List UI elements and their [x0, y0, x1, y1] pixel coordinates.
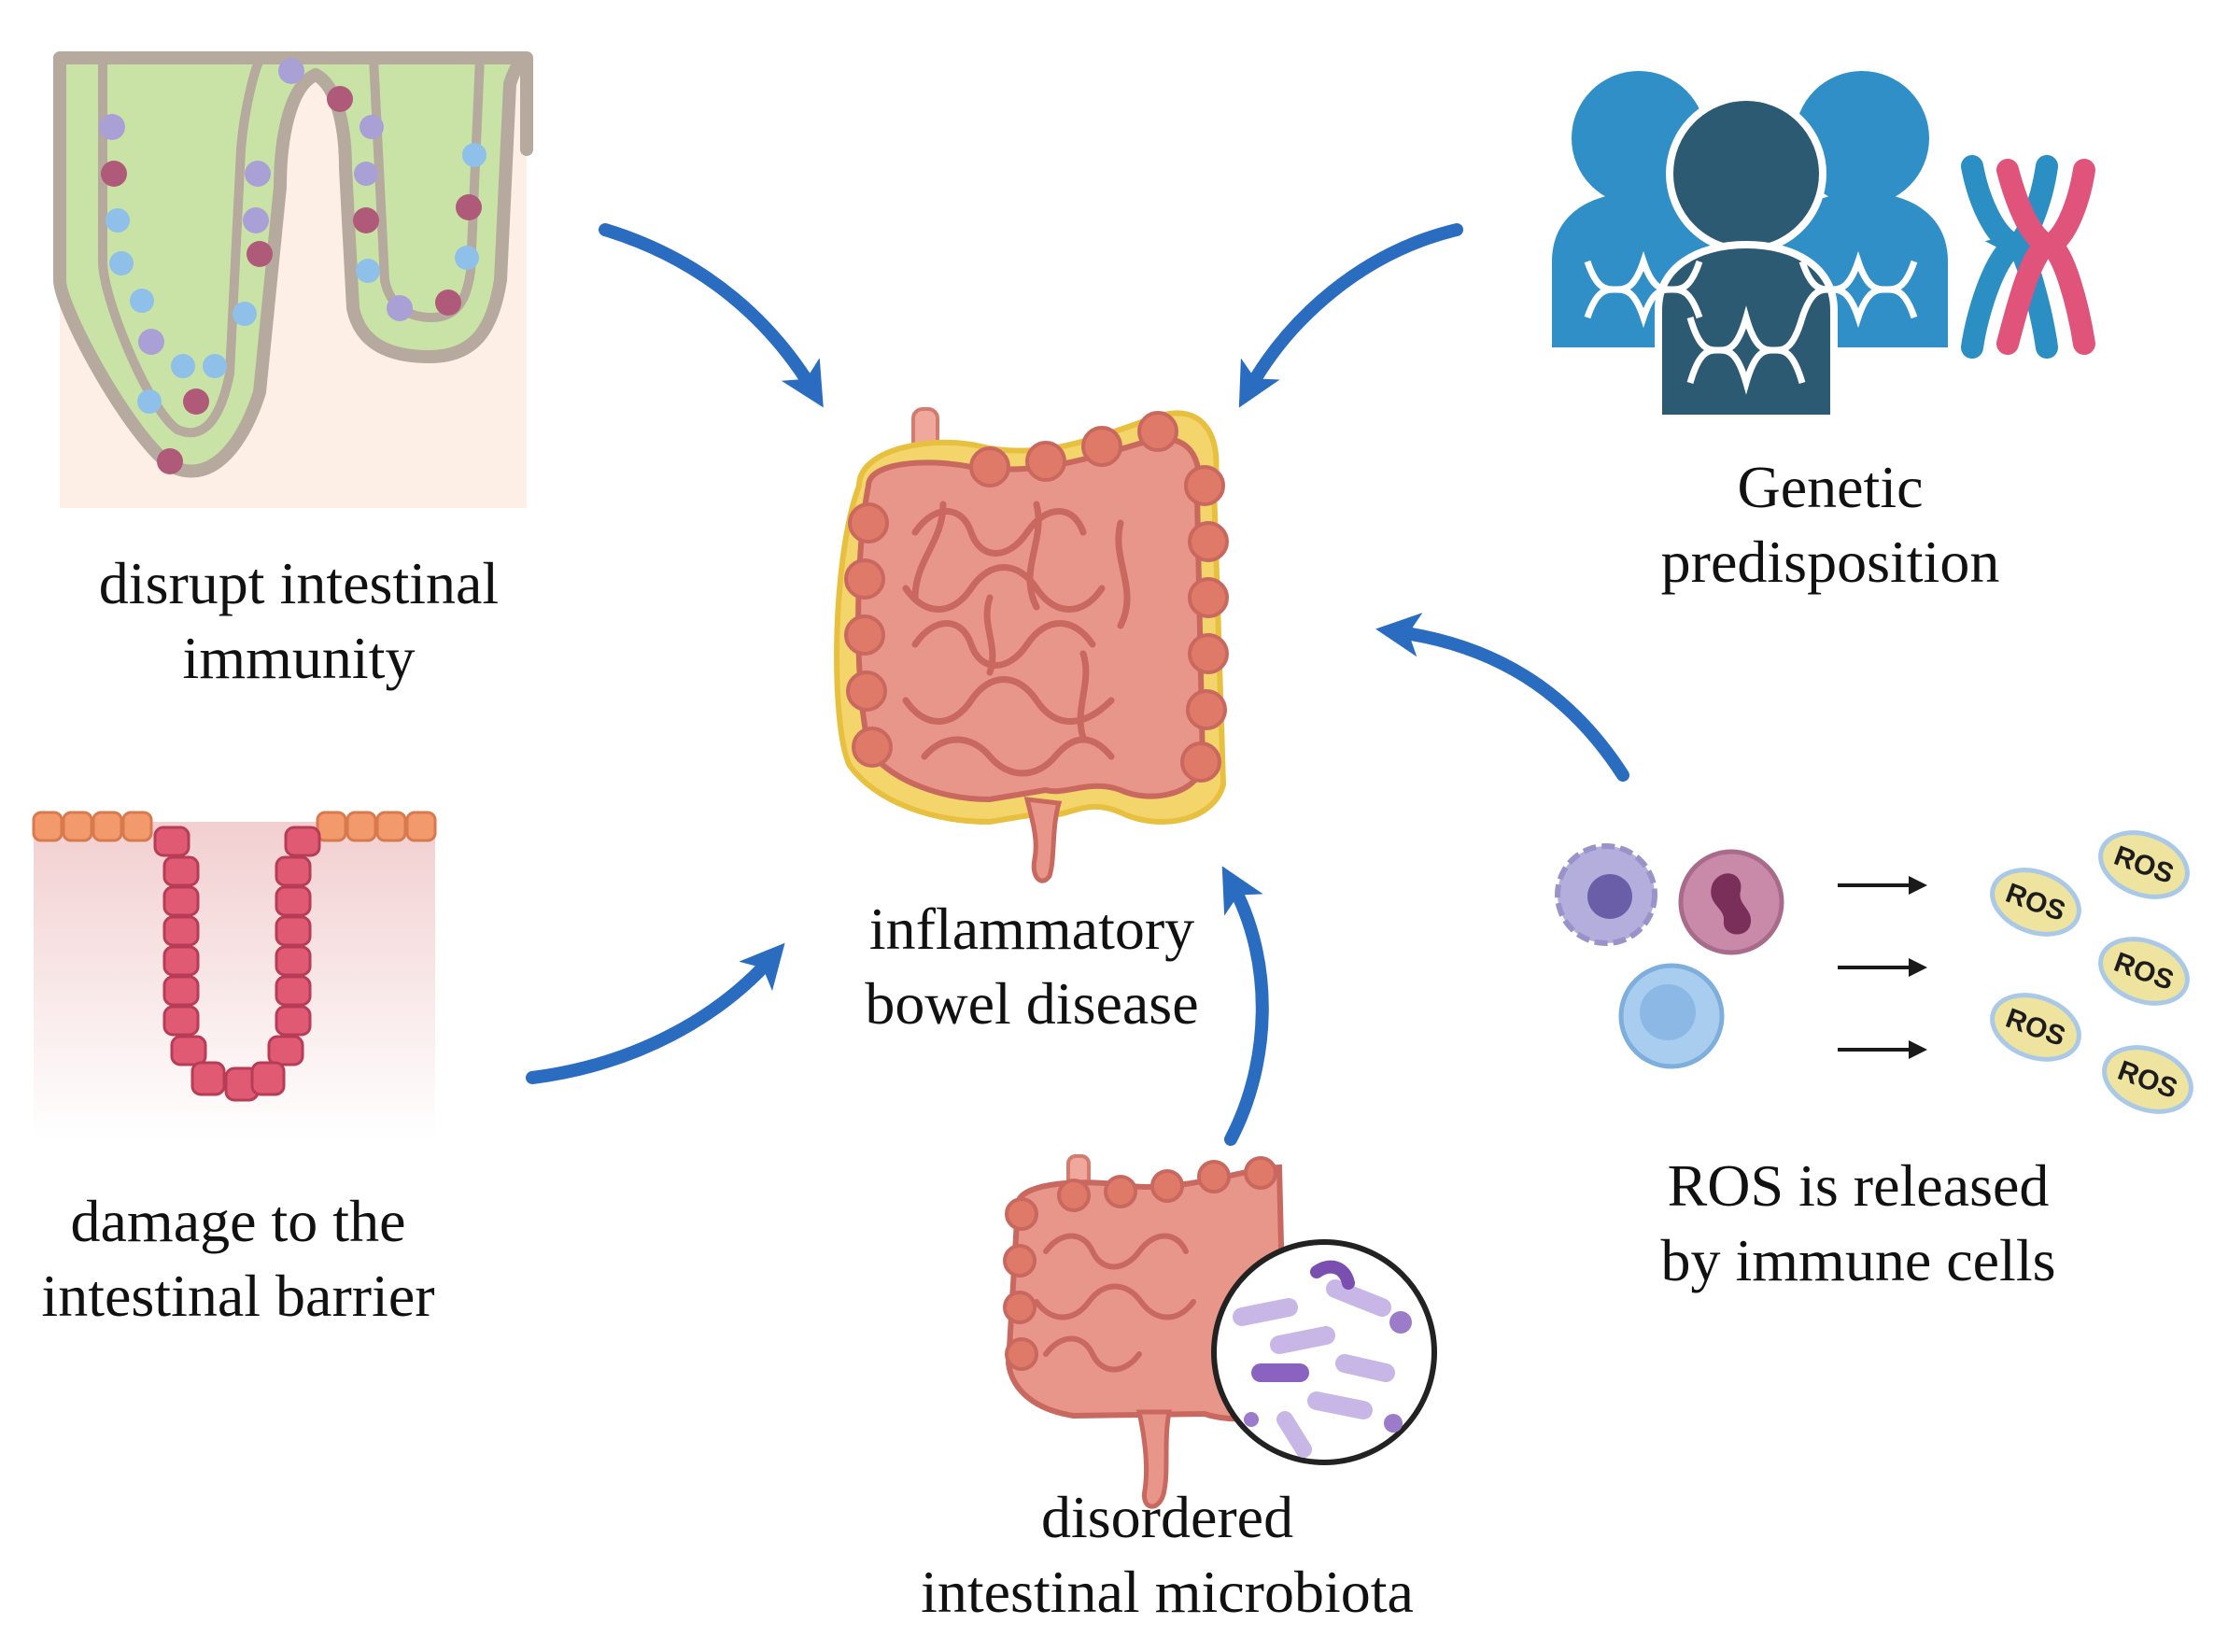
surface-epithelium [32, 811, 437, 842]
arrow-barrier-to-ibd [526, 942, 785, 1084]
arrow-genetic-to-ibd [1238, 223, 1463, 408]
chromosome-icon [1961, 155, 2095, 359]
people-dna-icon [1552, 71, 1948, 422]
immune-cells-in-villi [99, 58, 487, 474]
crypt-epithelium [153, 826, 321, 1102]
flow-arrows [526, 223, 1629, 1146]
ros-release-arrows [1838, 876, 1927, 1059]
arrow-microbiota-to-ibd [1221, 866, 1269, 1146]
dna-helix-icon [1584, 250, 1918, 395]
arrow-ros-to-ibd [1375, 613, 1629, 782]
colon-haustra [844, 411, 1229, 783]
bacteria-magnifier-icon [1211, 1239, 1437, 1465]
villi-illustration [53, 51, 533, 508]
immune-cell-icon [1555, 843, 1784, 1069]
ros-molecule-icon: ROS ROS ROS ROS ROS [1990, 830, 2193, 1114]
arrow-immunity-to-ibd [599, 223, 824, 408]
crypt-illustration [32, 811, 437, 1139]
intestine-inflamed-illustration [834, 407, 1229, 883]
small-intestine-loops [902, 501, 1131, 777]
